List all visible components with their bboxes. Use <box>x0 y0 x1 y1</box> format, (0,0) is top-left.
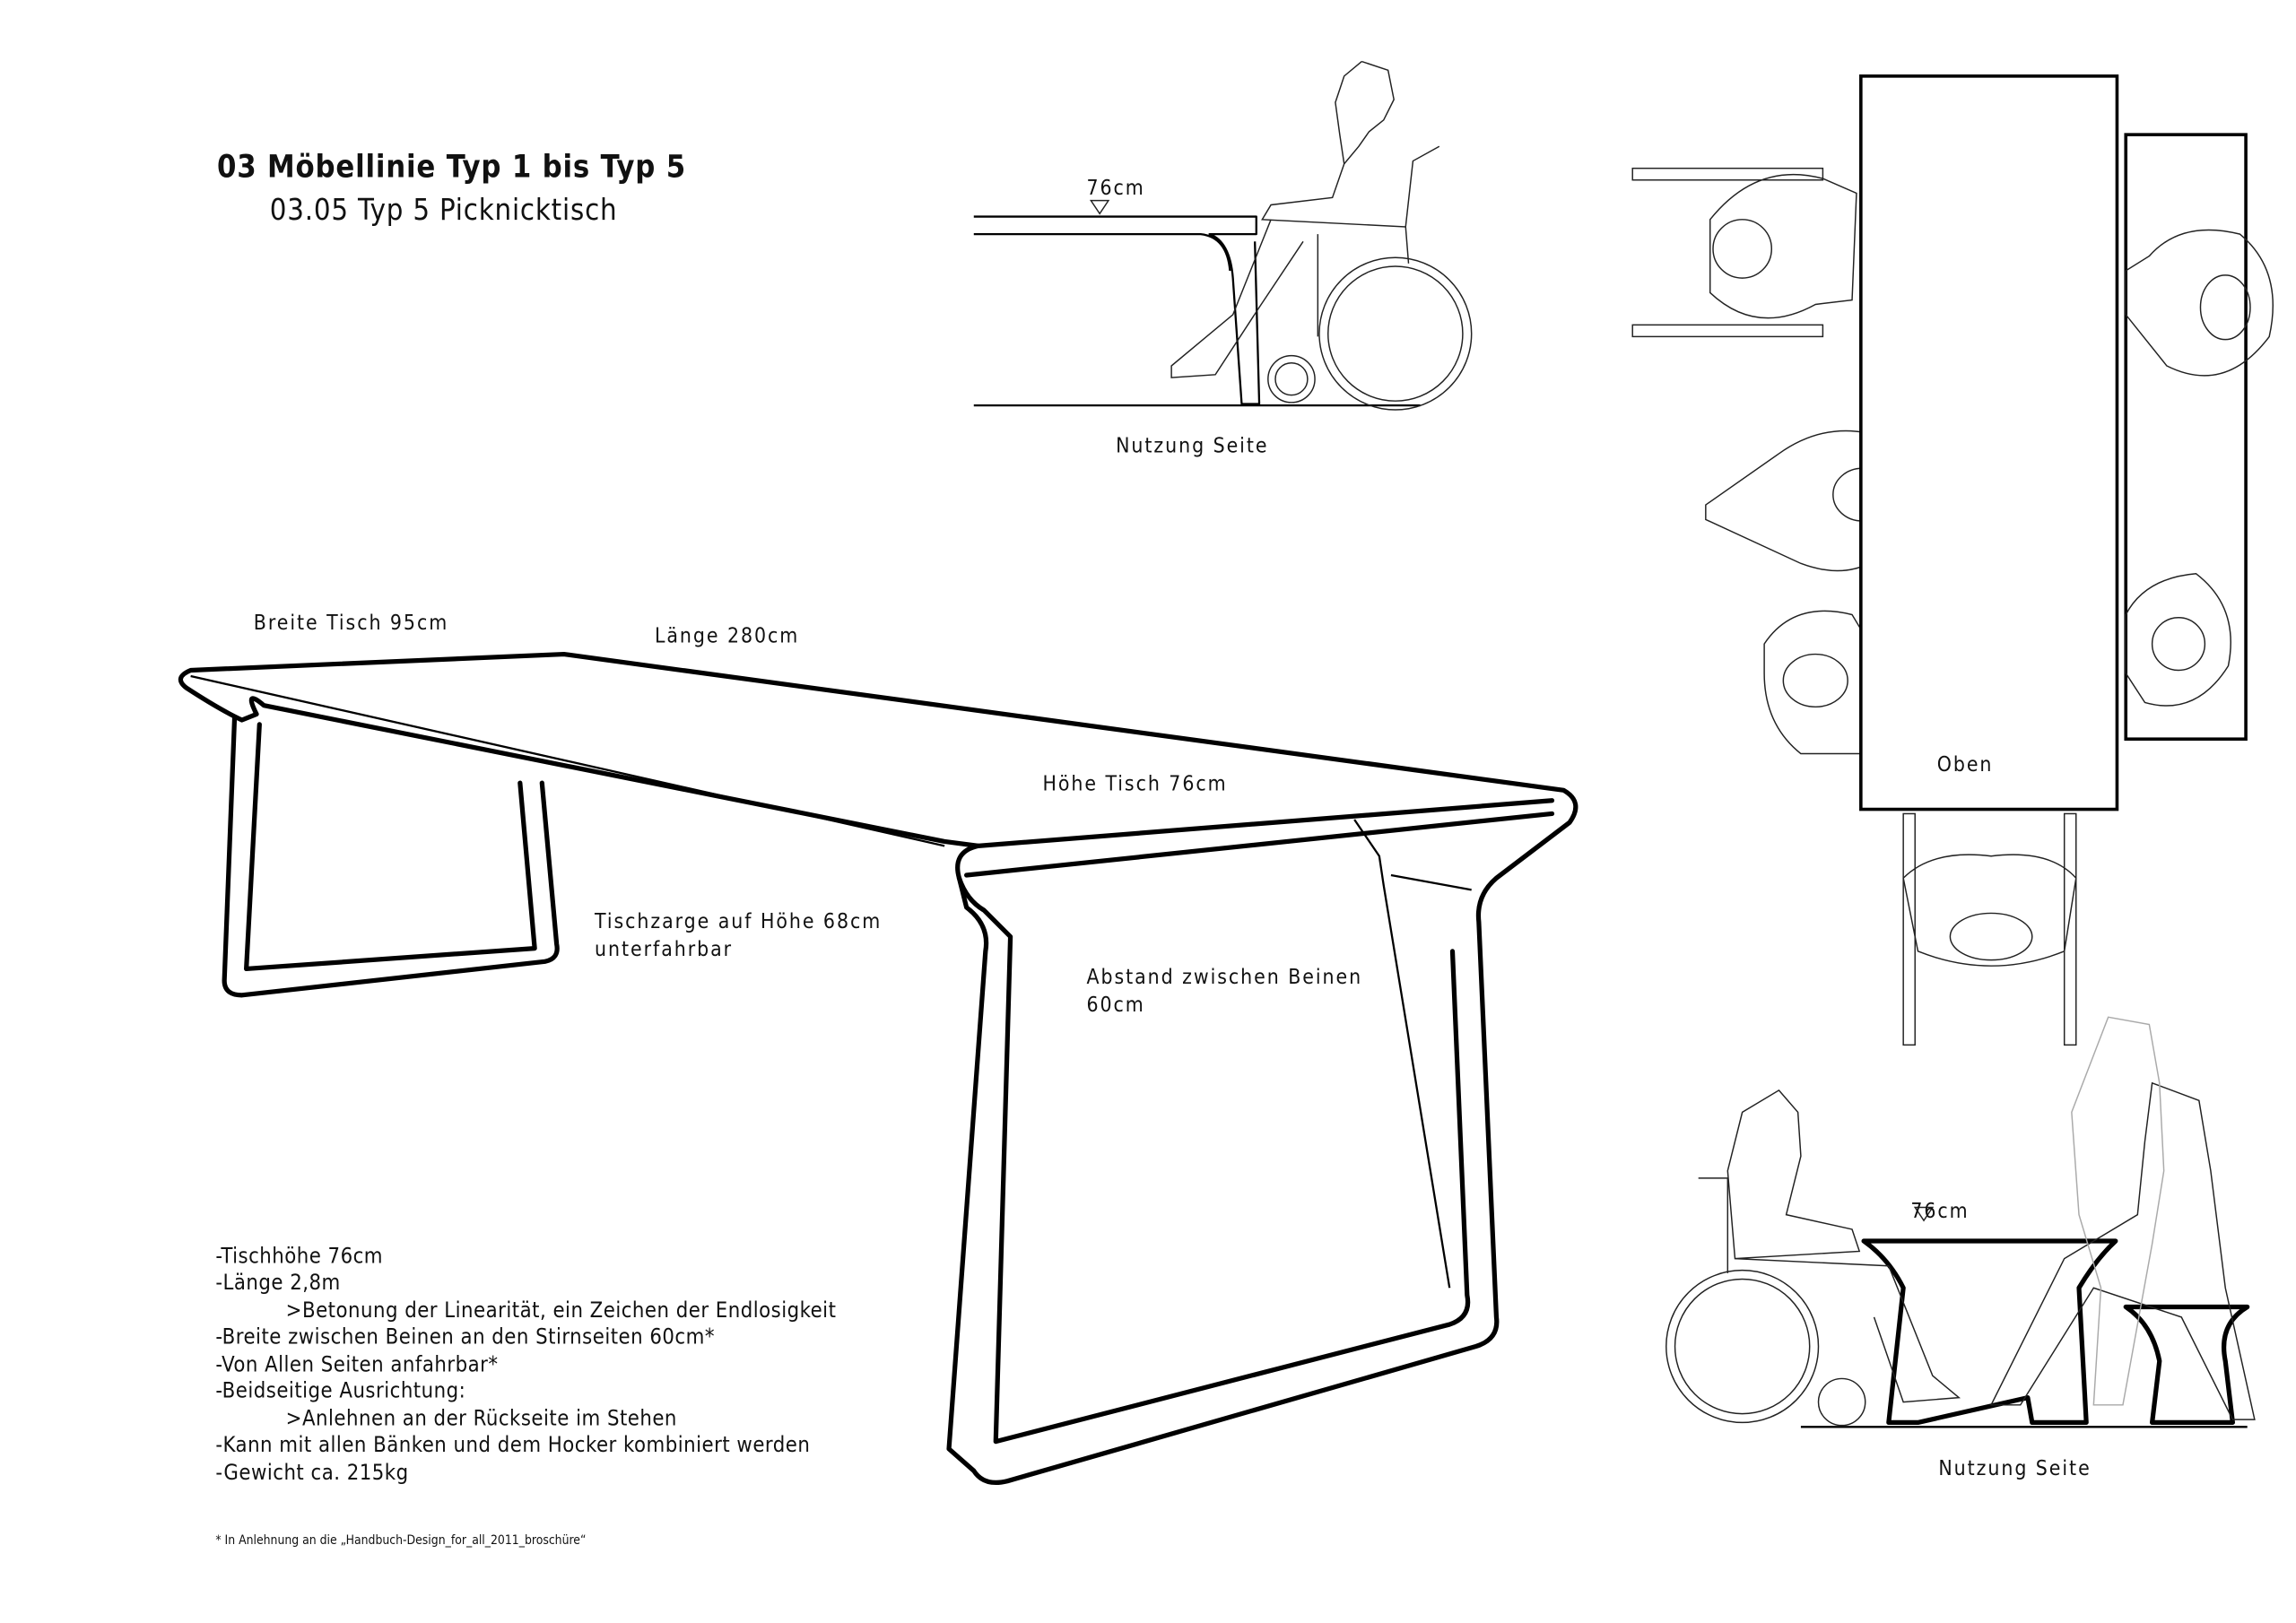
bottom-side-caption: Nutzung Seite <box>1938 1457 2091 1480</box>
top-view-drawing: Oben <box>1631 74 2274 1046</box>
spec-item: >Anlehnen an der Rückseite im Stehen <box>286 1406 677 1431</box>
page-title: 03 Möbellinie Typ 1 bis Typ 5 <box>217 149 686 185</box>
label-leg-gap-value: 60cm <box>1086 994 1144 1017</box>
spec-list: -Tischhöhe 76cm -Länge 2,8m >Betonung de… <box>215 1244 836 1486</box>
side-view-bottom-drawing: 76cm Nutzung Seite <box>1665 1016 2256 1480</box>
spec-item: -Gewicht ca. 215kg <box>215 1460 408 1485</box>
label-table-width: Breite Tisch 95cm <box>254 612 448 635</box>
label-leg-gap: Abstand zwischen Beinen <box>1086 966 1362 989</box>
spec-item: -Von Allen Seiten anfahrbar* <box>215 1351 498 1376</box>
side-view-wheelchair-drawing: 76cm Nutzung Seite <box>973 60 1473 457</box>
footnote: * In Anlehnung an die „Handbuch-Design_f… <box>215 1533 586 1548</box>
spec-item: -Kann mit allen Bänken und dem Hocker ko… <box>215 1432 810 1457</box>
label-apron-note: unterfahrbar <box>595 938 733 961</box>
side-view-caption: Nutzung Seite <box>1116 434 1268 457</box>
table-perspective-drawing: Breite Tisch 95cm Länge 280cm Höhe Tisch… <box>178 612 1578 1486</box>
label-table-height: Höhe Tisch 76cm <box>1042 772 1227 795</box>
spec-item: -Beidseitige Ausrichtung: <box>215 1378 465 1403</box>
spec-item: >Betonung der Linearität, ein Zeichen de… <box>286 1298 837 1323</box>
bottom-side-height-label: 76cm <box>1910 1200 1969 1223</box>
label-table-length: Länge 280cm <box>655 624 799 647</box>
spec-item: -Tischhöhe 76cm <box>215 1244 383 1269</box>
top-view-caption: Oben <box>1937 753 1994 777</box>
spec-item: -Länge 2,8m <box>215 1270 340 1295</box>
spec-item: -Breite zwischen Beinen an den Stirnseit… <box>215 1324 715 1349</box>
label-apron-height: Tischzarge auf Höhe 68cm <box>594 910 882 933</box>
page-subtitle: 03.05 Typ 5 Picknicktisch <box>270 193 618 227</box>
side-view-height-label: 76cm <box>1086 177 1144 200</box>
